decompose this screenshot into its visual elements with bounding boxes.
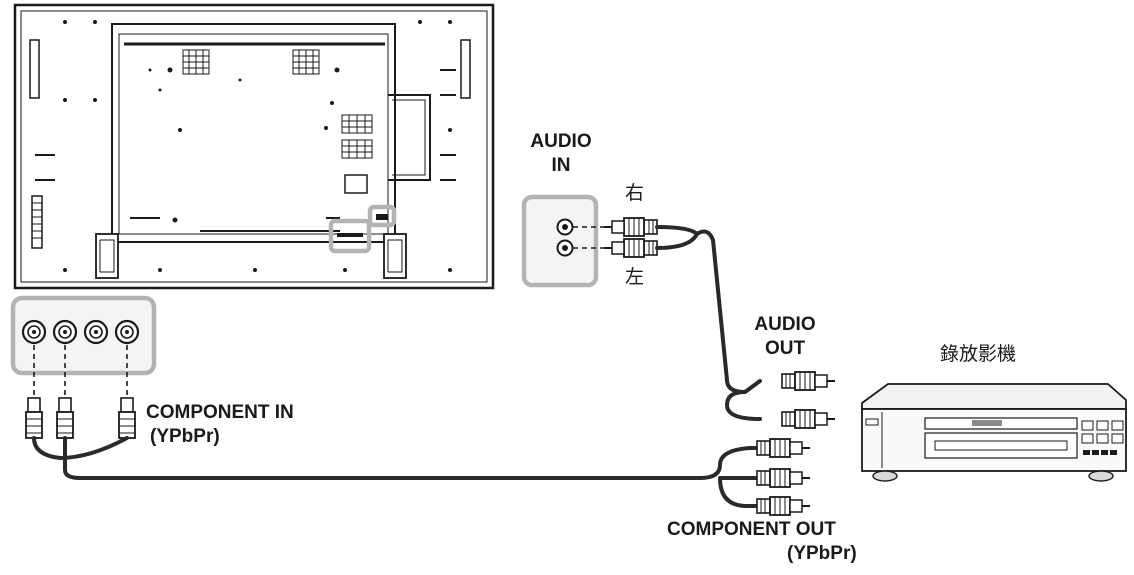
component-in-label-line2: (YPbPr) [150,425,220,447]
component-in-label-line1: COMPONENT IN [146,402,294,423]
component-in-plug-y [25,397,43,439]
component-cable [32,436,762,508]
vcr-label: 錄放影機 [940,343,1017,365]
audio-out-label: AUDIO OUT [740,313,830,361]
component-in-jack-panel [10,295,157,376]
component-in-plug-pb [56,397,74,439]
component-out-label-line1: COMPONENT OUT [667,519,836,540]
audio-cable [655,225,762,421]
audio-right-label: 右 [625,182,645,204]
audio-out-plug-left [781,409,836,429]
audio-out-plug-right [781,371,836,391]
audio-left-label: 左 [625,266,645,288]
component-in-plug-pr [118,397,136,439]
audio-in-label-line2: IN [551,154,571,176]
vcr-device [861,383,1127,482]
audio-in-plug-right [603,217,658,237]
audio-in-plug-left [603,238,658,258]
audio-out-label-line2: OUT [764,337,806,359]
audio-out-label-line1: AUDIO [754,314,816,335]
audio-in-jack-panel [521,194,599,288]
component-out-plug-pb [756,468,811,488]
audio-in-label-line1: AUDIO [530,131,592,152]
component-out-label: COMPONENT OUT (YPbPr) [667,518,857,566]
component-out-plug-y [756,438,811,458]
component-out-label-line2: (YPbPr) [787,542,857,564]
component-out-plug-pr [756,496,811,516]
display-rear-panel [13,3,495,290]
audio-in-label: AUDIO IN [516,130,606,178]
panel-audio-highlight [367,204,397,228]
panel-component-highlight [328,218,372,254]
component-in-label: COMPONENT IN (YPbPr) [146,401,294,449]
